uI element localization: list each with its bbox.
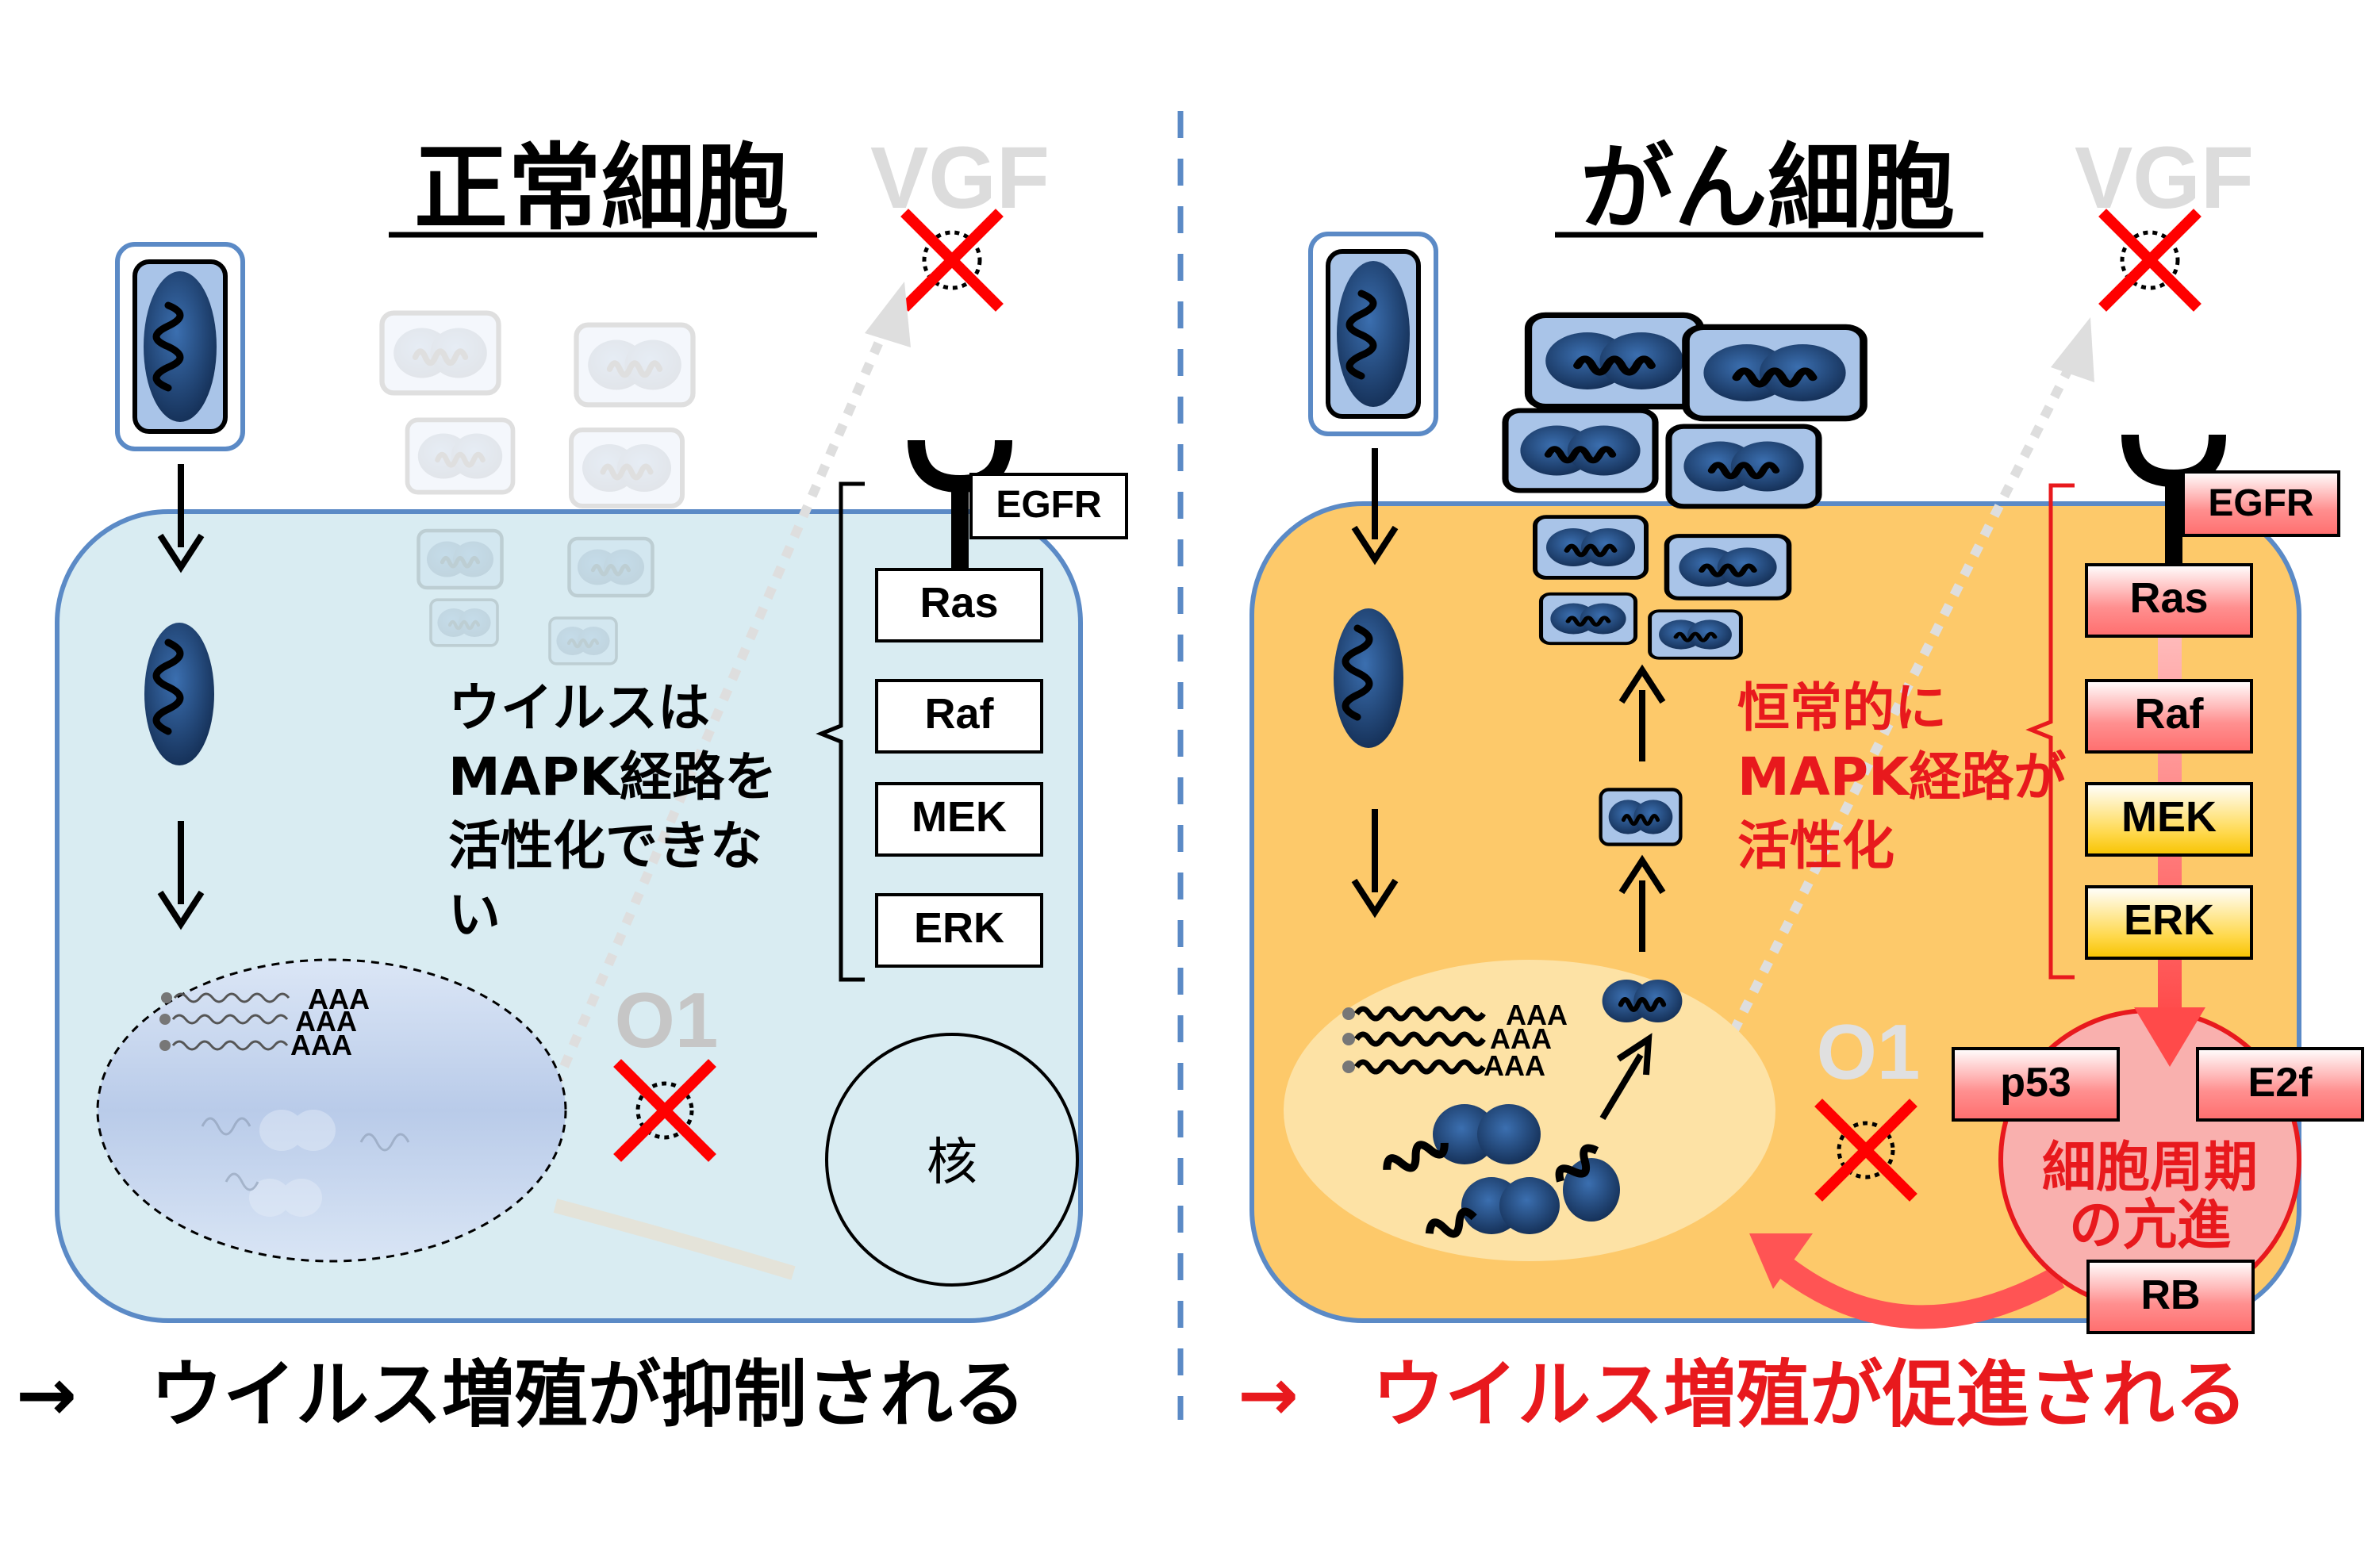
cancer-raf-label: Raf	[2134, 690, 2204, 738]
cancer-egfr-label: EGFR	[2208, 482, 2313, 524]
cancer-note-line-1: 恒常的に	[1737, 677, 1947, 738]
normal-faint-particles	[201, 1110, 410, 1217]
normal-conclusion: → ウイルス増殖が抑制される	[16, 1352, 1026, 1437]
normal-note-line-4: い	[448, 884, 501, 945]
cancer-polya-1: AAA	[1506, 999, 1568, 1031]
cancer-vgf-blocked-icon	[2106, 217, 2194, 304]
cancer-erk-label: ERK	[2124, 896, 2214, 944]
normal-mapk-bracket	[816, 481, 865, 982]
cancer-mapk-bracket	[2025, 483, 2075, 980]
normal-mek-label: MEK	[912, 793, 1007, 841]
cancer-o1-label: O1	[1817, 1008, 1921, 1095]
normal-egfr-receptor	[908, 439, 1012, 570]
cancer-mek-label: MEK	[2121, 793, 2217, 841]
cancer-erk-box	[2085, 885, 2253, 960]
normal-nucleus-label: 核	[927, 1133, 977, 1192]
cancer-cellcycle-line-2: の亢進	[2069, 1195, 2231, 1257]
cancer-signal-arrowhead	[2134, 1007, 2205, 1067]
cancer-p53-box	[1952, 1047, 2120, 1122]
cancer-mrna-strands	[1342, 1006, 1486, 1075]
cancer-vgf-label: VGF	[2075, 129, 2254, 227]
normal-raf-box	[875, 679, 1043, 754]
normal-erk-box	[875, 893, 1043, 968]
cancer-assembly-arrow	[1599, 1053, 1644, 1121]
cancer-ras-label: Ras	[2129, 574, 2208, 622]
cancer-cellcycle-line-1: 細胞周期	[2042, 1137, 2258, 1199]
normal-o1-label: O1	[615, 976, 719, 1064]
cancer-ras-box	[2085, 563, 2253, 638]
normal-note-line-1: ウイルスは	[448, 677, 710, 738]
cancer-conclusion: → ウイルス増殖が促進される	[1238, 1352, 2248, 1437]
cancer-egfr-box	[2182, 470, 2340, 537]
normal-vgf-arrowhead	[865, 282, 911, 347]
normal-polya-2: AAA	[295, 1005, 357, 1037]
normal-egfr-box	[969, 473, 1128, 539]
normal-vgf-label: VGF	[870, 129, 1050, 227]
cancer-cell-panel: がん細胞 VGF AA	[1238, 129, 2364, 1437]
normal-mek-box	[875, 782, 1043, 857]
normal-faint-return-arrow	[553, 1199, 796, 1280]
cancer-polya-3: AAA	[1484, 1049, 1545, 1082]
normal-o1-blocked-icon	[621, 1067, 708, 1154]
cancer-enveloped-virion	[1601, 789, 1681, 844]
normal-erk-label: ERK	[914, 904, 1004, 952]
normal-mrna-strands	[159, 992, 290, 1051]
cancer-promote-arrow	[1769, 1252, 2065, 1329]
normal-polya-3: AAA	[290, 1029, 352, 1061]
cancer-mek-box	[2085, 782, 2253, 857]
normal-internal-virion	[144, 623, 214, 765]
normal-vgf-blocked-icon	[908, 217, 996, 304]
cancer-assembling-particles	[1383, 1104, 1620, 1238]
cancer-internal-virion	[1334, 608, 1403, 748]
normal-note-line-3: 活性化できな	[448, 815, 762, 876]
normal-host-nucleus	[825, 1033, 1079, 1287]
cancer-polya-2: AAA	[1490, 1022, 1552, 1055]
cancer-title: がん細胞	[1580, 133, 1955, 243]
cancer-e2f-box	[2196, 1047, 2364, 1122]
cancer-replication-factory	[1284, 960, 1775, 1261]
cancer-o1-blocked-icon	[1822, 1107, 1910, 1194]
cancer-raf-box	[2085, 679, 2253, 754]
normal-polya-1: AAA	[308, 983, 370, 1015]
normal-title: 正常細胞	[414, 133, 789, 243]
cancer-p53-label: p53	[2000, 1060, 2071, 1106]
normal-egfr-label: EGFR	[996, 484, 1101, 526]
cancer-rb-label: RB	[2140, 1272, 2200, 1318]
cancer-note-line-2: MAPK経路が	[1737, 746, 2066, 807]
normal-ras-box	[875, 568, 1043, 642]
normal-cell-panel: 正常細胞 VGF	[16, 129, 1128, 1437]
normal-raf-label: Raf	[924, 690, 994, 738]
cancer-mature-virion	[1603, 980, 1683, 1022]
normal-note-line-2: MAPK経路を	[448, 746, 777, 807]
cancer-vgf-arrowhead	[2051, 317, 2094, 382]
normal-vgf-pathway-arrow	[551, 327, 889, 1089]
cancer-rb-box	[2086, 1260, 2255, 1334]
cancer-egfr-receptor	[2121, 434, 2226, 567]
normal-ras-label: Ras	[919, 579, 998, 627]
normal-replication-factory	[96, 958, 567, 1263]
cancer-note-line-3: 活性化	[1737, 815, 1894, 876]
cancer-e2f-label: E2f	[2248, 1060, 2313, 1106]
